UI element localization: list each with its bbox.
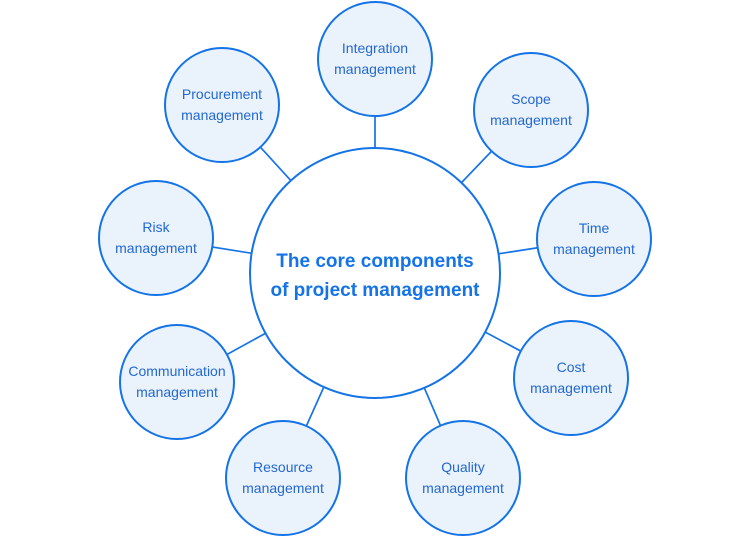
node-label-line1: Communication — [128, 363, 226, 379]
node-label-line1: Risk — [142, 219, 170, 235]
node-label-line2: management — [181, 107, 263, 123]
node-label-line1: Cost — [556, 359, 586, 375]
node-circle-risk — [98, 180, 214, 296]
center-title-line2: of project management — [270, 280, 480, 301]
node-circle-quality — [405, 420, 521, 536]
node-label-risk: Risk management — [86, 217, 226, 259]
node-label-line1: Time — [578, 220, 610, 236]
node-label-line2: management — [422, 480, 504, 496]
center-title-line1: The core components — [276, 251, 474, 272]
node-label-scope: Scope management — [461, 89, 601, 131]
node-label-line2: management — [334, 61, 416, 77]
node-label-quality: Quality management — [393, 457, 533, 499]
node-label-line2: management — [490, 112, 572, 128]
node-label-line2: management — [553, 241, 635, 257]
center-title: The core components of project managemen… — [245, 247, 505, 305]
node-label-time: Time management — [524, 218, 664, 260]
node-label-line2: management — [242, 480, 324, 496]
node-label-line1: Integration — [341, 40, 409, 56]
node-circle-resource — [225, 420, 341, 536]
node-label-procurement: Procurement management — [152, 84, 292, 126]
node-circle-scope — [473, 52, 589, 168]
node-circle-procurement — [164, 47, 280, 163]
node-label-line2: management — [115, 240, 197, 256]
node-label-cost: Cost management — [501, 357, 641, 399]
node-label-line1: Resource — [253, 459, 313, 475]
node-label-communication: Communication management — [107, 361, 247, 403]
node-label-line2: management — [530, 380, 612, 396]
node-circle-time — [536, 181, 652, 297]
node-label-line1: Quality — [441, 459, 485, 475]
node-label-resource: Resource management — [213, 457, 353, 499]
node-label-line1: Procurement — [181, 86, 263, 102]
center-circle — [249, 147, 501, 399]
node-label-line2: management — [136, 384, 218, 400]
node-label-line1: Scope — [511, 91, 551, 107]
node-circle-communication — [119, 324, 235, 440]
node-circle-integration — [317, 1, 433, 117]
node-circle-cost — [513, 320, 629, 436]
node-label-integration: Integration management — [305, 38, 445, 80]
